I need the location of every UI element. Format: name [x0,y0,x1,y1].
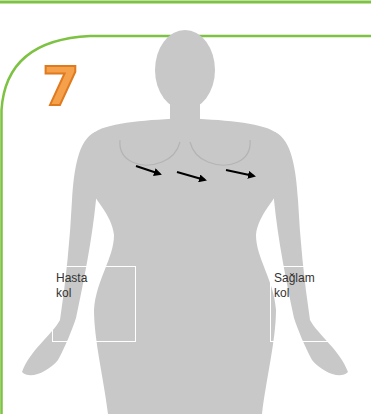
breast-outline [120,140,250,165]
arm-label: Hasta kol [56,271,106,301]
arm-label-box: Hasta kol [52,266,136,342]
arm-label-box: Sağlam kol [270,266,340,342]
direction-arrows [136,166,254,180]
step-number: 7 [42,60,80,114]
body-silhouette [22,30,348,414]
arm-label: Sağlam kol [274,271,324,301]
frame-line [0,1,371,4]
